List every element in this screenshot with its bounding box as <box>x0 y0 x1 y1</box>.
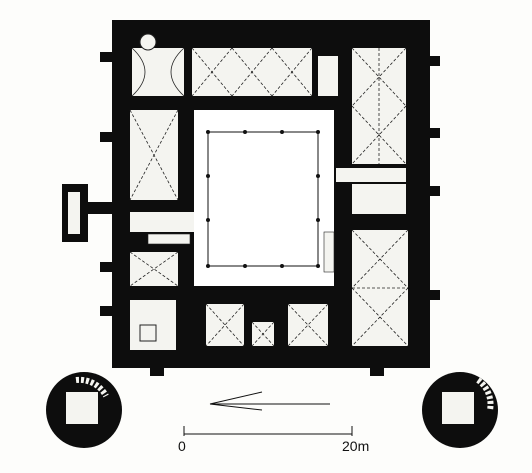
round-tower-left <box>46 372 122 448</box>
stair-right <box>323 231 335 273</box>
corridor-right <box>336 168 406 182</box>
room-top-small <box>318 56 338 96</box>
gate-passage <box>84 202 114 214</box>
right-rooms <box>323 168 409 347</box>
corridor-left <box>130 212 194 232</box>
room-left-lower <box>130 252 178 286</box>
vault-cross-lines <box>129 109 179 201</box>
spiral-stair-top <box>139 33 157 51</box>
gate-tower-room <box>68 192 80 234</box>
courtyard-area <box>194 110 334 286</box>
round-tower-right <box>422 372 498 448</box>
room-top-left <box>132 48 184 96</box>
top-rooms <box>131 33 407 165</box>
vault-grid-lines <box>351 229 409 347</box>
vault-cross-lines <box>191 47 313 97</box>
room-bottom-right <box>288 304 328 346</box>
room-bottom-left <box>206 304 244 346</box>
wall-buttresses <box>100 52 440 376</box>
vault-cross-lines <box>205 303 245 347</box>
west-gate-tower <box>62 184 114 242</box>
corner-pier <box>139 324 157 342</box>
room-right-middle <box>352 184 406 214</box>
scale-end-label: 20m <box>342 438 370 454</box>
scale-start-label: 0 <box>178 438 186 454</box>
stair-left <box>147 233 191 245</box>
vault-cross-lines <box>251 321 275 347</box>
scale-bar <box>183 426 353 436</box>
vault-arc <box>131 47 185 97</box>
bottom-rooms <box>205 303 329 347</box>
courtyard-arcade <box>207 131 319 267</box>
vault-star-lines <box>351 47 407 165</box>
courtyard <box>194 110 334 286</box>
left-rooms <box>129 109 194 350</box>
north-arrow <box>209 391 330 411</box>
courtyard-columns <box>206 130 320 268</box>
